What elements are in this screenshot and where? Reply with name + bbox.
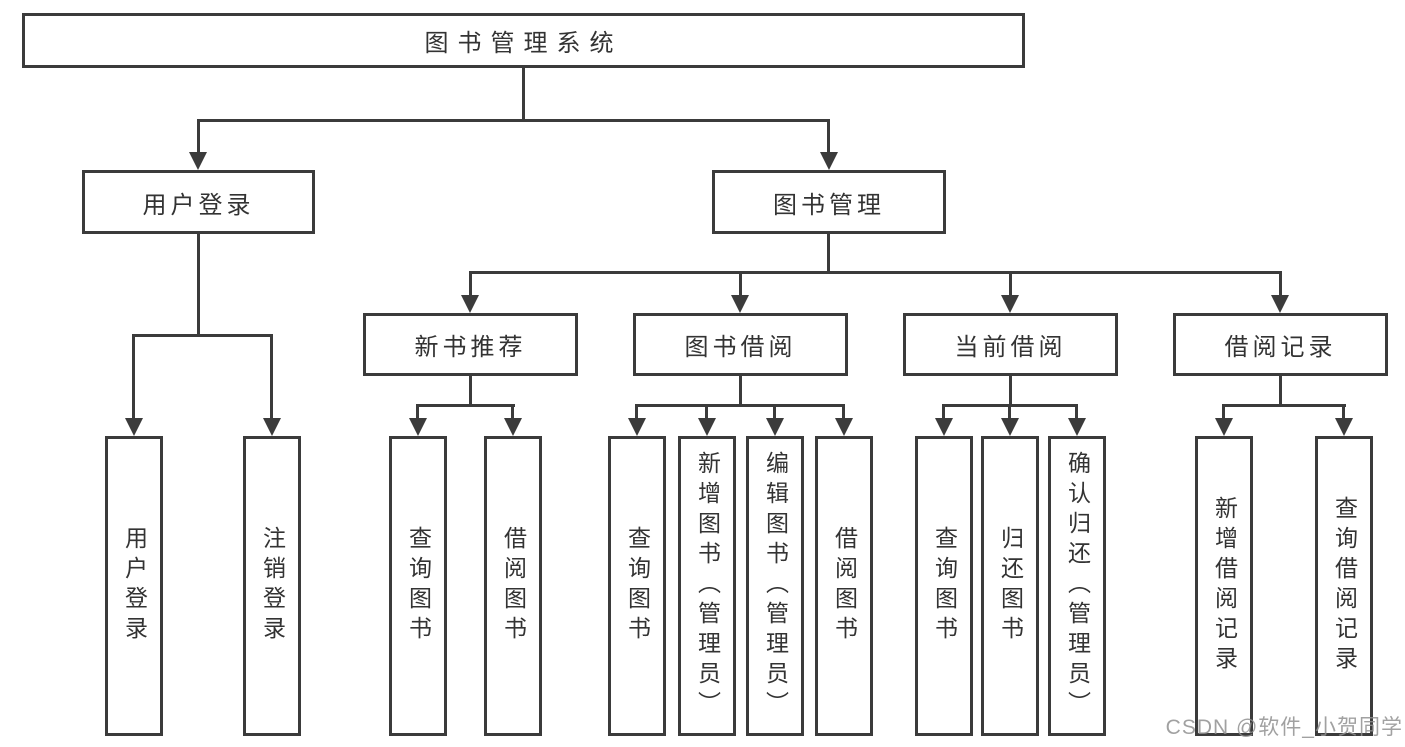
leaf-logout: 注销登录: [243, 436, 301, 736]
leaf-add-borrow-record: 新增借阅记录: [1195, 436, 1253, 736]
leaf-label: 新增借阅记录: [1211, 496, 1238, 676]
node-book-management: 图书管理: [712, 170, 946, 234]
connector-line: [416, 404, 419, 420]
arrow-down-icon: [1068, 418, 1086, 436]
connector-line: [1009, 271, 1012, 297]
connector-line: [739, 374, 742, 407]
leaf-return-book: 归还图书: [981, 436, 1039, 736]
connector-line: [705, 404, 708, 420]
connector-line: [842, 404, 845, 420]
leaf-label: 借阅图书: [500, 526, 527, 646]
leaf-label: 借阅图书: [831, 526, 858, 646]
node-book-borrowing: 图书借阅: [633, 313, 848, 376]
leaf-label: 新增图书（管理员）: [694, 451, 721, 721]
connector-line: [1222, 404, 1346, 407]
leaf-borrow-books-borrowing: 借阅图书: [815, 436, 873, 736]
connector-line: [1009, 374, 1012, 407]
leaf-label: 用户登录: [121, 526, 148, 646]
connector-line: [197, 232, 200, 336]
arrow-down-icon: [125, 418, 143, 436]
arrow-down-icon: [835, 418, 853, 436]
arrow-down-icon: [766, 418, 784, 436]
arrow-down-icon: [935, 418, 953, 436]
connector-line: [942, 404, 945, 420]
arrow-down-icon: [1215, 418, 1233, 436]
arrow-down-icon: [1001, 418, 1019, 436]
arrow-down-icon: [1001, 295, 1019, 313]
connector-line: [469, 271, 1282, 274]
leaf-label: 归还图书: [997, 526, 1024, 646]
leaf-query-books-borrowing: 查询图书: [608, 436, 666, 736]
connector-line: [1075, 404, 1078, 420]
leaf-query-borrow-record: 查询借阅记录: [1315, 436, 1373, 736]
connector-line: [635, 404, 845, 407]
node-user-login: 用户登录: [82, 170, 315, 234]
leaf-borrow-books-recommend: 借阅图书: [484, 436, 542, 736]
node-new-book-recommend: 新书推荐: [363, 313, 578, 376]
connector-line: [469, 374, 472, 407]
connector-line: [773, 404, 776, 420]
leaf-user-login: 用户登录: [105, 436, 163, 736]
connector-line: [522, 66, 525, 122]
node-current-borrowing: 当前借阅: [903, 313, 1118, 376]
connector-line: [739, 271, 742, 297]
connector-line: [827, 119, 830, 154]
arrow-down-icon: [504, 418, 522, 436]
leaf-confirm-return-admin: 确认归还（管理员）: [1048, 436, 1106, 736]
leaf-label: 注销登录: [259, 526, 286, 646]
connector-line: [132, 334, 273, 337]
arrow-down-icon: [820, 152, 838, 170]
leaf-label: 查询图书: [931, 526, 958, 646]
connector-line: [1279, 271, 1282, 297]
leaf-query-books-recommend: 查询图书: [389, 436, 447, 736]
connector-line: [197, 119, 829, 122]
arrow-down-icon: [1271, 295, 1289, 313]
leaf-label: 确认归还（管理员）: [1064, 451, 1091, 721]
arrow-down-icon: [263, 418, 281, 436]
connector-line: [1279, 374, 1282, 407]
leaf-label: 编辑图书（管理员）: [762, 451, 789, 721]
arrow-down-icon: [628, 418, 646, 436]
leaf-label: 查询图书: [405, 526, 432, 646]
connector-line: [827, 232, 830, 273]
arrow-down-icon: [698, 418, 716, 436]
connector-line: [1342, 404, 1345, 420]
arrow-down-icon: [731, 295, 749, 313]
leaf-edit-book-admin: 编辑图书（管理员）: [746, 436, 804, 736]
connector-line: [635, 404, 638, 420]
leaf-label: 查询图书: [624, 526, 651, 646]
connector-line: [1008, 404, 1011, 420]
connector-line: [270, 334, 273, 420]
connector-line: [511, 404, 514, 420]
csdn-watermark: CSDN @软件_小贺同学: [1165, 716, 1403, 739]
leaf-query-books-current: 查询图书: [915, 436, 973, 736]
node-borrowing-records: 借阅记录: [1173, 313, 1388, 376]
node-library-management-system: 图书管理系统: [22, 13, 1025, 68]
connector-line: [416, 404, 515, 407]
connector-line: [1222, 404, 1225, 420]
arrow-down-icon: [409, 418, 427, 436]
arrow-down-icon: [461, 295, 479, 313]
arrow-down-icon: [189, 152, 207, 170]
arrow-down-icon: [1335, 418, 1353, 436]
leaf-add-book-admin: 新增图书（管理员）: [678, 436, 736, 736]
leaf-label: 查询借阅记录: [1331, 496, 1358, 676]
connector-line: [197, 119, 200, 154]
connector-line: [132, 334, 135, 420]
connector-line: [469, 271, 472, 297]
